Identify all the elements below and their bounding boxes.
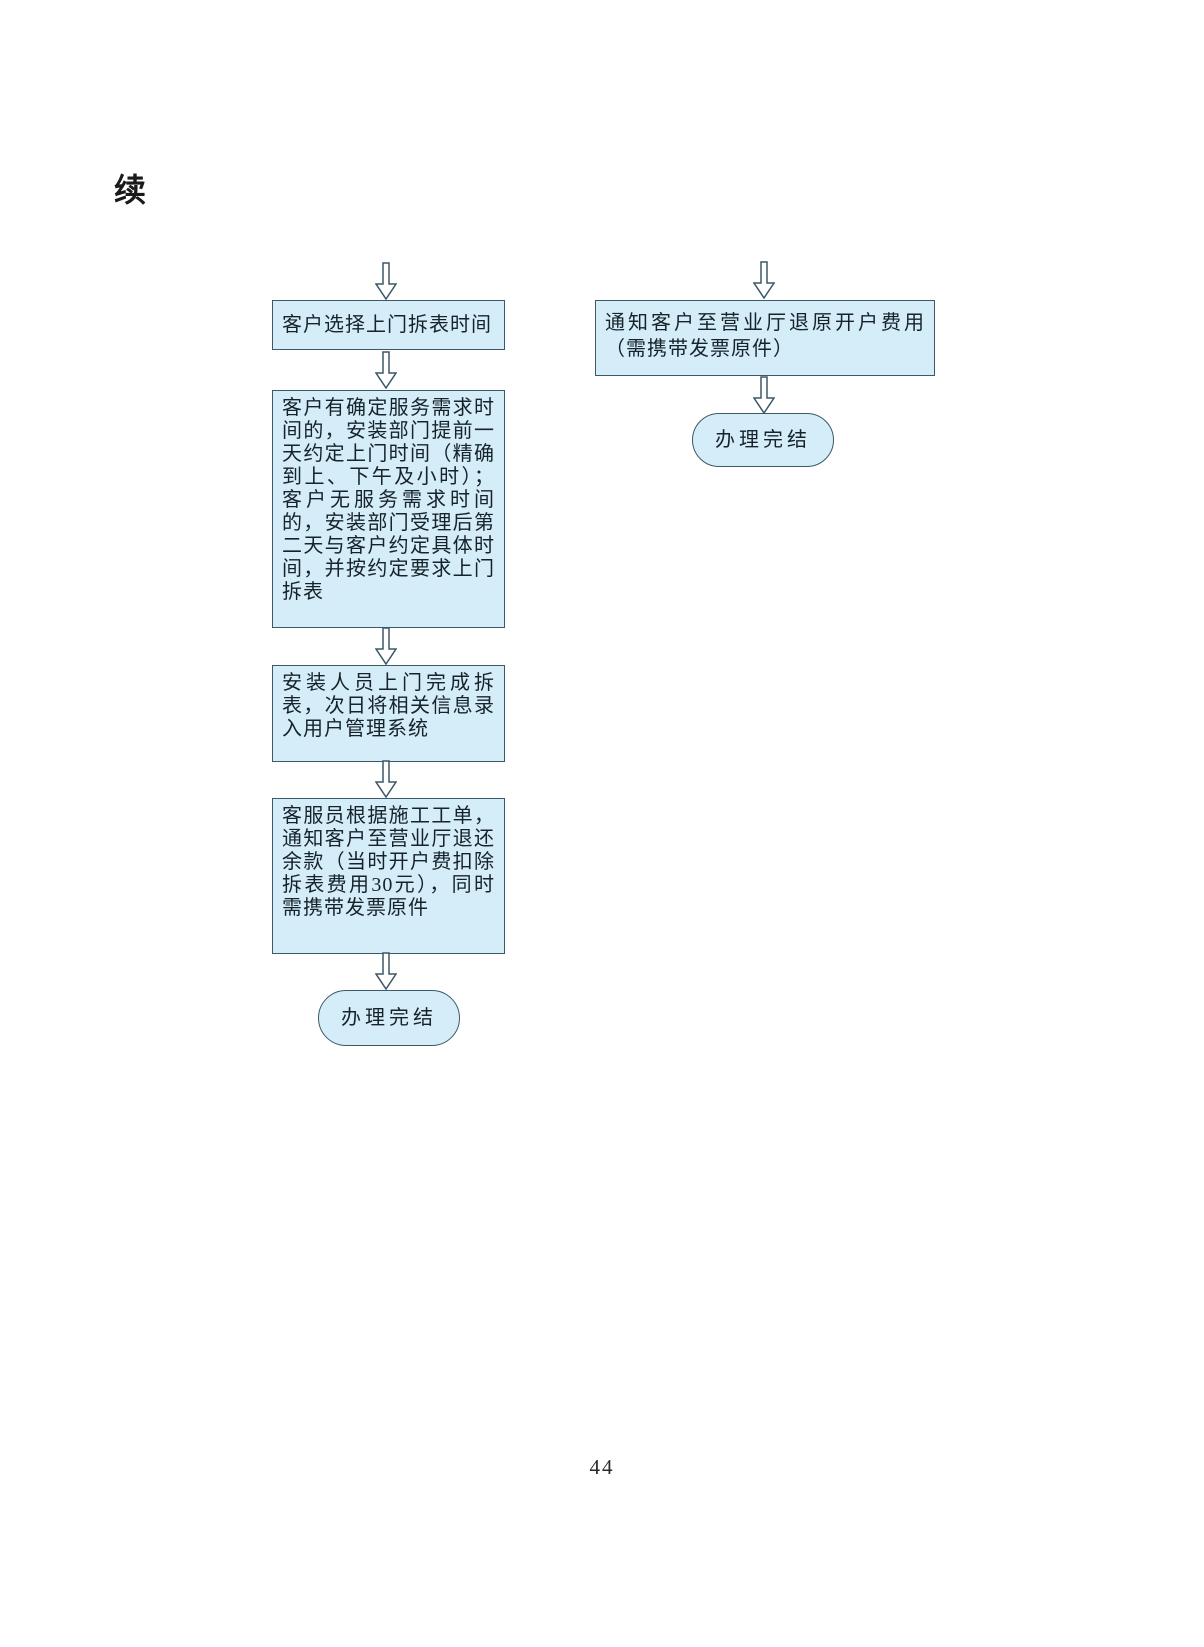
flow-box-appointment-rules: 客户有确定服务需求时间的，安装部门提前一天约定上门时间（精确到上、下午及小时）；… — [272, 390, 505, 628]
down-arrow-icon — [753, 376, 775, 414]
continued-label: 续 — [114, 172, 149, 208]
flow-terminal-left-complete: 办理完结 — [318, 990, 460, 1046]
down-arrow-icon — [375, 262, 397, 300]
down-arrow-icon — [375, 627, 397, 665]
flow-box-installer-completes-removal: 安装人员上门完成拆表，次日将相关信息录入用户管理系统 — [272, 665, 505, 762]
down-arrow-icon — [753, 261, 775, 299]
down-arrow-icon — [375, 760, 397, 798]
flow-box-select-removal-time: 客户选择上门拆表时间 — [272, 300, 505, 350]
down-arrow-icon — [375, 351, 397, 389]
flow-box-refund-balance-notice: 客服员根据施工工单，通知客户至营业厅退还余款（当时开户费扣除拆表费用30元），同… — [272, 798, 505, 954]
flow-terminal-right-complete: 办理完结 — [692, 413, 834, 467]
flow-box-refund-original-fee-notice: 通知客户至营业厅退原开户费用（需携带发票原件） — [595, 300, 935, 376]
page-number: 44 — [589, 1455, 615, 1479]
down-arrow-icon — [375, 952, 397, 990]
